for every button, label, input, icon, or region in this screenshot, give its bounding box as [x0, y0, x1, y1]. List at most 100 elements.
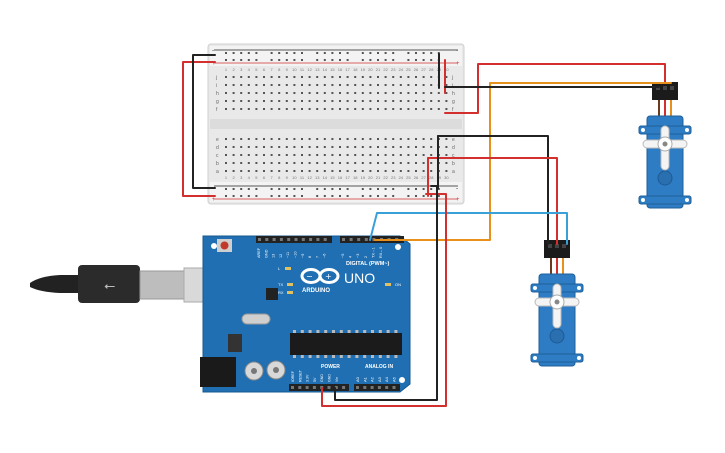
- wire-black-servo-bottom[interactable]: [437, 135, 549, 245]
- bb-column-number: 27: [421, 175, 426, 180]
- bb-column-number: 13: [315, 67, 320, 72]
- analog-label: ANALOG IN: [365, 364, 393, 370]
- bb-column-number: 17: [345, 67, 350, 72]
- rx-label: RX: [278, 290, 284, 295]
- digital-pin-label: 2: [364, 256, 368, 258]
- digital-pin-label: AREF: [257, 247, 261, 258]
- wire-black-left-rail[interactable]: [192, 54, 216, 189]
- bb-column-number: 29: [437, 175, 442, 180]
- power-pin-label: GND: [320, 374, 324, 382]
- bb-column-number: 14: [323, 175, 328, 180]
- bb-column-number: 3: [240, 175, 243, 180]
- brand-label: ARDUINO: [302, 288, 330, 294]
- bb-column-number: 1: [225, 67, 228, 72]
- bb-column-number: 25: [406, 67, 411, 72]
- digital-pin-label: ~5: [341, 254, 345, 258]
- bb-column-number: 6: [263, 67, 266, 72]
- bb-column-number: 4: [248, 67, 251, 72]
- bb-column-number: 21: [376, 175, 381, 180]
- analog-pin-label: A0: [355, 376, 360, 382]
- bb-row-letter: f: [216, 107, 218, 113]
- bb-rail-sign: +: [456, 61, 460, 67]
- wire-black-gnd[interactable]: [334, 185, 438, 401]
- bb-rail-sign: +: [212, 197, 216, 203]
- power-pin-label: 5V: [313, 377, 317, 382]
- bb-column-number: 11: [300, 67, 305, 72]
- wire-red-5v[interactable]: [321, 193, 447, 407]
- digital-pin-label: ~9: [301, 254, 305, 258]
- bb-column-number: 13: [315, 175, 320, 180]
- power-header[interactable]: [289, 384, 349, 391]
- bb-column-number: 15: [330, 67, 335, 72]
- analog-pin-label: A1: [362, 376, 367, 382]
- power-pin-label: GND: [328, 374, 332, 382]
- bb-column-number: 4: [248, 175, 251, 180]
- bb-column-number: 3: [240, 67, 243, 72]
- bb-row-letter: a: [452, 169, 455, 175]
- bb-row-letter: j: [451, 75, 453, 81]
- bb-column-number: 5: [255, 67, 258, 72]
- bb-column-number: 20: [368, 67, 373, 72]
- bb-rail-sign: +: [456, 197, 460, 203]
- digital-header-right[interactable]: [340, 236, 404, 243]
- servo-motor-bottom[interactable]: [530, 240, 584, 367]
- bb-row-letter: c: [452, 153, 455, 159]
- svg-text:−: −: [306, 272, 313, 281]
- bb-column-number: 7: [270, 67, 273, 72]
- arduino-logo: − +: [300, 268, 340, 284]
- digital-pin-label: GND: [264, 249, 268, 258]
- bb-rail-sign: -: [212, 48, 214, 54]
- bb-column-number: 12: [307, 175, 312, 180]
- digital-label: DIGITAL (PWM~): [346, 261, 390, 267]
- analog-pin-label: A4: [384, 376, 389, 382]
- bb-row-letter: h: [452, 91, 455, 97]
- bb-column-number: 24: [399, 175, 404, 180]
- digital-pin-label: ~6: [323, 254, 327, 258]
- digital-pin-label: 12: [279, 254, 283, 258]
- bb-row-letter: j: [215, 75, 217, 81]
- digital-pin-label: 4: [349, 256, 353, 258]
- wire-red-servo-bottom[interactable]: [427, 157, 558, 245]
- atmega-chip: [290, 333, 402, 355]
- bb-row-letter: g: [452, 99, 455, 105]
- power-pin-label: IOREF: [291, 370, 295, 382]
- bb-column-number: 7: [270, 175, 273, 180]
- bb-column-number: 18: [353, 67, 358, 72]
- bb-column-number: 8: [278, 175, 281, 180]
- bb-row-letter: b: [216, 161, 219, 167]
- bb-column-number: 6: [263, 175, 266, 180]
- bb-column-number: 2: [232, 175, 235, 180]
- bb-column-number: 16: [338, 175, 343, 180]
- bb-column-number: 5: [255, 175, 258, 180]
- bb-row-letter: d: [452, 145, 455, 151]
- tx-label: TX: [278, 282, 283, 287]
- wire-blue-servo-bottom-signal[interactable]: [369, 212, 568, 245]
- power-jack: [200, 357, 236, 387]
- bb-rail-sign: -: [456, 48, 458, 54]
- digital-pin-label: RX←0: [379, 247, 383, 258]
- bb-column-number: 30: [444, 67, 449, 72]
- wire-red-left-rail[interactable]: [182, 61, 216, 197]
- bb-column-number: 28: [429, 175, 434, 180]
- bb-column-number: 2: [232, 67, 235, 72]
- analog-header[interactable]: [354, 384, 400, 391]
- wire-orange-servo-right-signal[interactable]: [374, 82, 672, 241]
- servo-motor-right[interactable]: [638, 82, 692, 209]
- bb-column-number: 25: [406, 175, 411, 180]
- bb-row-letter: i: [216, 83, 217, 89]
- usb-plug: [78, 265, 140, 303]
- arduino-uno-board[interactable]: ⭠: [30, 235, 411, 393]
- bb-column-number: 9: [286, 67, 289, 72]
- bb-column-number: 30: [444, 175, 449, 180]
- usb-icon: ⭠: [104, 278, 115, 294]
- bb-column-number: 20: [368, 175, 373, 180]
- wire-red-servo-right[interactable]: [444, 63, 666, 114]
- bb-column-number: 14: [323, 67, 328, 72]
- analog-pin-label: A2: [370, 376, 375, 382]
- bb-column-number: 9: [286, 175, 289, 180]
- bb-column-number: 27: [421, 67, 426, 72]
- analog-pin-label: A5: [392, 376, 397, 382]
- digital-header-left[interactable]: [256, 236, 332, 243]
